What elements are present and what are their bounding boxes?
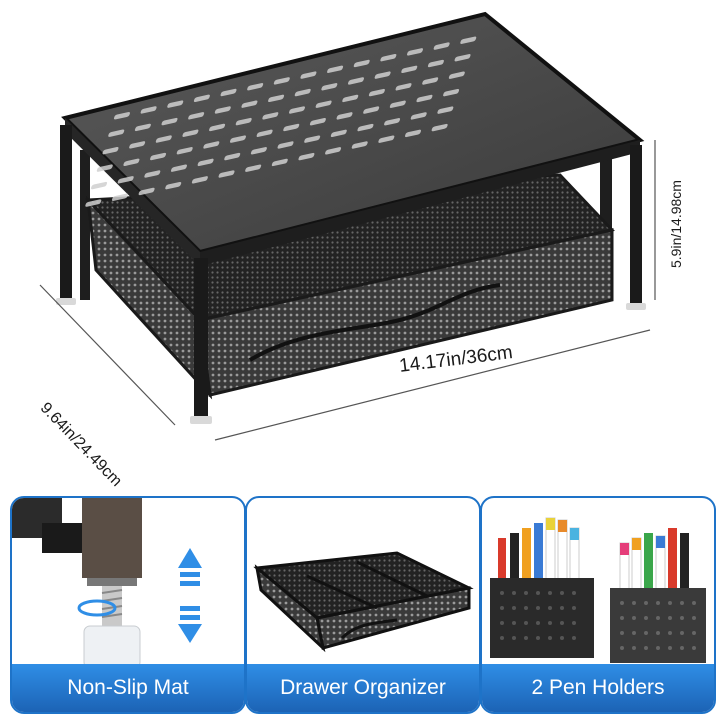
height-dimension-label: 5.9in/14.98cm — [668, 180, 684, 268]
feature-card-pen-holders: 2 Pen Holders — [480, 496, 716, 714]
feature-label: Drawer Organizer — [247, 664, 479, 712]
feature-card-drawer-organizer: Drawer Organizer — [245, 496, 481, 714]
feature-label: Non-Slip Mat — [12, 664, 244, 712]
mesh-drawer-icon — [253, 551, 474, 653]
adjustable-foot-icon — [12, 498, 202, 668]
feature-card-non-slip-mat: Non-Slip Mat — [10, 496, 246, 714]
feature-label: 2 Pen Holders — [482, 664, 714, 712]
product-hero: 14.17in/36cm 9.64in/24.49cm 5.9in/14.98c… — [37, 11, 684, 490]
pen-holder-icon — [490, 517, 706, 663]
monitor-stand-image — [39, 11, 656, 441]
feature-panels: Non-Slip Mat Drawer Organizer — [0, 496, 720, 720]
vent-slots — [85, 36, 477, 207]
